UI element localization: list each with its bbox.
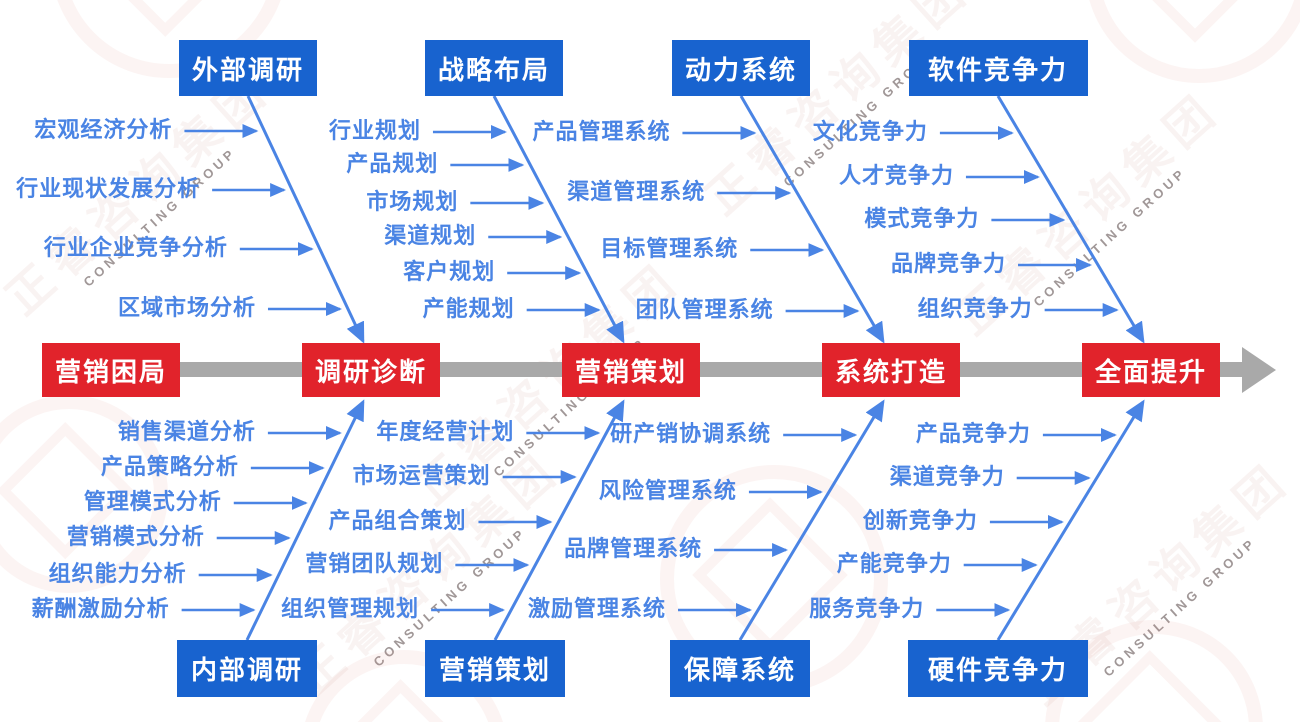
stage-box-4: 全面提升 [1082, 343, 1220, 397]
branch-item: 市场运营策划 [352, 463, 491, 488]
category-branch-line [738, 399, 885, 641]
branch-item: 宏观经济分析 [34, 117, 173, 142]
branch-item: 产能规划 [422, 296, 515, 321]
branch-item: 目标管理系统 [600, 236, 739, 261]
branch-item: 管理模式分析 [83, 489, 222, 514]
stage-box-2: 营销策划 [562, 343, 700, 397]
branch-item: 市场规划 [366, 189, 459, 214]
branch-item: 年度经营计划 [376, 419, 515, 444]
branch-item: 组织管理规划 [281, 596, 420, 621]
spine-arrowhead-icon [1242, 347, 1276, 393]
branch-item: 模式竞争力 [864, 206, 980, 231]
top-category-box-3: 软件竞争力 [908, 40, 1088, 96]
stage-box-0: 营销困局 [42, 343, 180, 397]
branch-item: 风险管理系统 [598, 478, 737, 503]
branch-item: 产品规划 [346, 151, 439, 176]
bottom-category-box-3: 硬件竞争力 [908, 640, 1088, 697]
branch-item: 行业企业竞争分析 [43, 235, 228, 260]
branch-item: 产品策略分析 [100, 454, 239, 479]
top-category-box-0: 外部调研 [179, 40, 317, 96]
top-category-box-1: 战略布局 [425, 40, 563, 96]
branch-item: 团队管理系统 [635, 297, 774, 322]
category-branch-line [492, 95, 625, 344]
branch-item: 销售渠道分析 [117, 419, 256, 444]
category-branch-line [493, 399, 625, 641]
branch-item: 行业规划 [328, 118, 421, 143]
branch-item: 产品管理系统 [532, 119, 671, 144]
branch-item: 文化竞争力 [812, 119, 928, 144]
branch-item: 渠道管理系统 [567, 179, 706, 204]
branch-item: 营销团队规划 [305, 551, 444, 576]
branch-item: 产品竞争力 [915, 421, 1031, 446]
branch-item: 品牌管理系统 [564, 536, 703, 561]
branch-item: 行业现状发展分析 [16, 176, 201, 201]
branch-item: 创新竞争力 [862, 508, 978, 533]
branch-item: 人才竞争力 [838, 163, 954, 188]
category-branch-line [739, 95, 885, 344]
category-branch-line [996, 399, 1145, 641]
branch-item: 品牌竞争力 [891, 251, 1007, 276]
branch-item: 组织竞争力 [917, 296, 1033, 321]
branch-item: 渠道规划 [384, 223, 477, 248]
branch-item: 渠道竞争力 [889, 464, 1005, 489]
branch-item: 区域市场分析 [117, 295, 256, 320]
bottom-category-box-1: 营销策划 [425, 640, 565, 697]
branch-item: 组织能力分析 [48, 561, 187, 586]
branch-item: 薪酬激励分析 [31, 596, 170, 621]
branch-item: 客户规划 [403, 259, 496, 284]
stage-box-1: 调研诊断 [302, 343, 440, 397]
branch-item: 营销模式分析 [66, 524, 205, 549]
branch-item: 研产销协调系统 [610, 421, 772, 446]
branch-item: 激励管理系统 [528, 596, 667, 621]
branch-item: 产能竞争力 [836, 551, 952, 576]
bottom-category-box-2: 保障系统 [670, 640, 810, 697]
category-branch-line [996, 95, 1145, 344]
stage-box-3: 系统打造 [822, 343, 960, 397]
category-branch-line [246, 95, 365, 344]
category-branch-line [245, 399, 365, 641]
branch-item: 产品组合策划 [328, 508, 467, 533]
top-category-box-2: 动力系统 [672, 40, 810, 96]
bottom-category-box-0: 内部调研 [177, 640, 317, 697]
branch-item: 服务竞争力 [809, 596, 925, 621]
